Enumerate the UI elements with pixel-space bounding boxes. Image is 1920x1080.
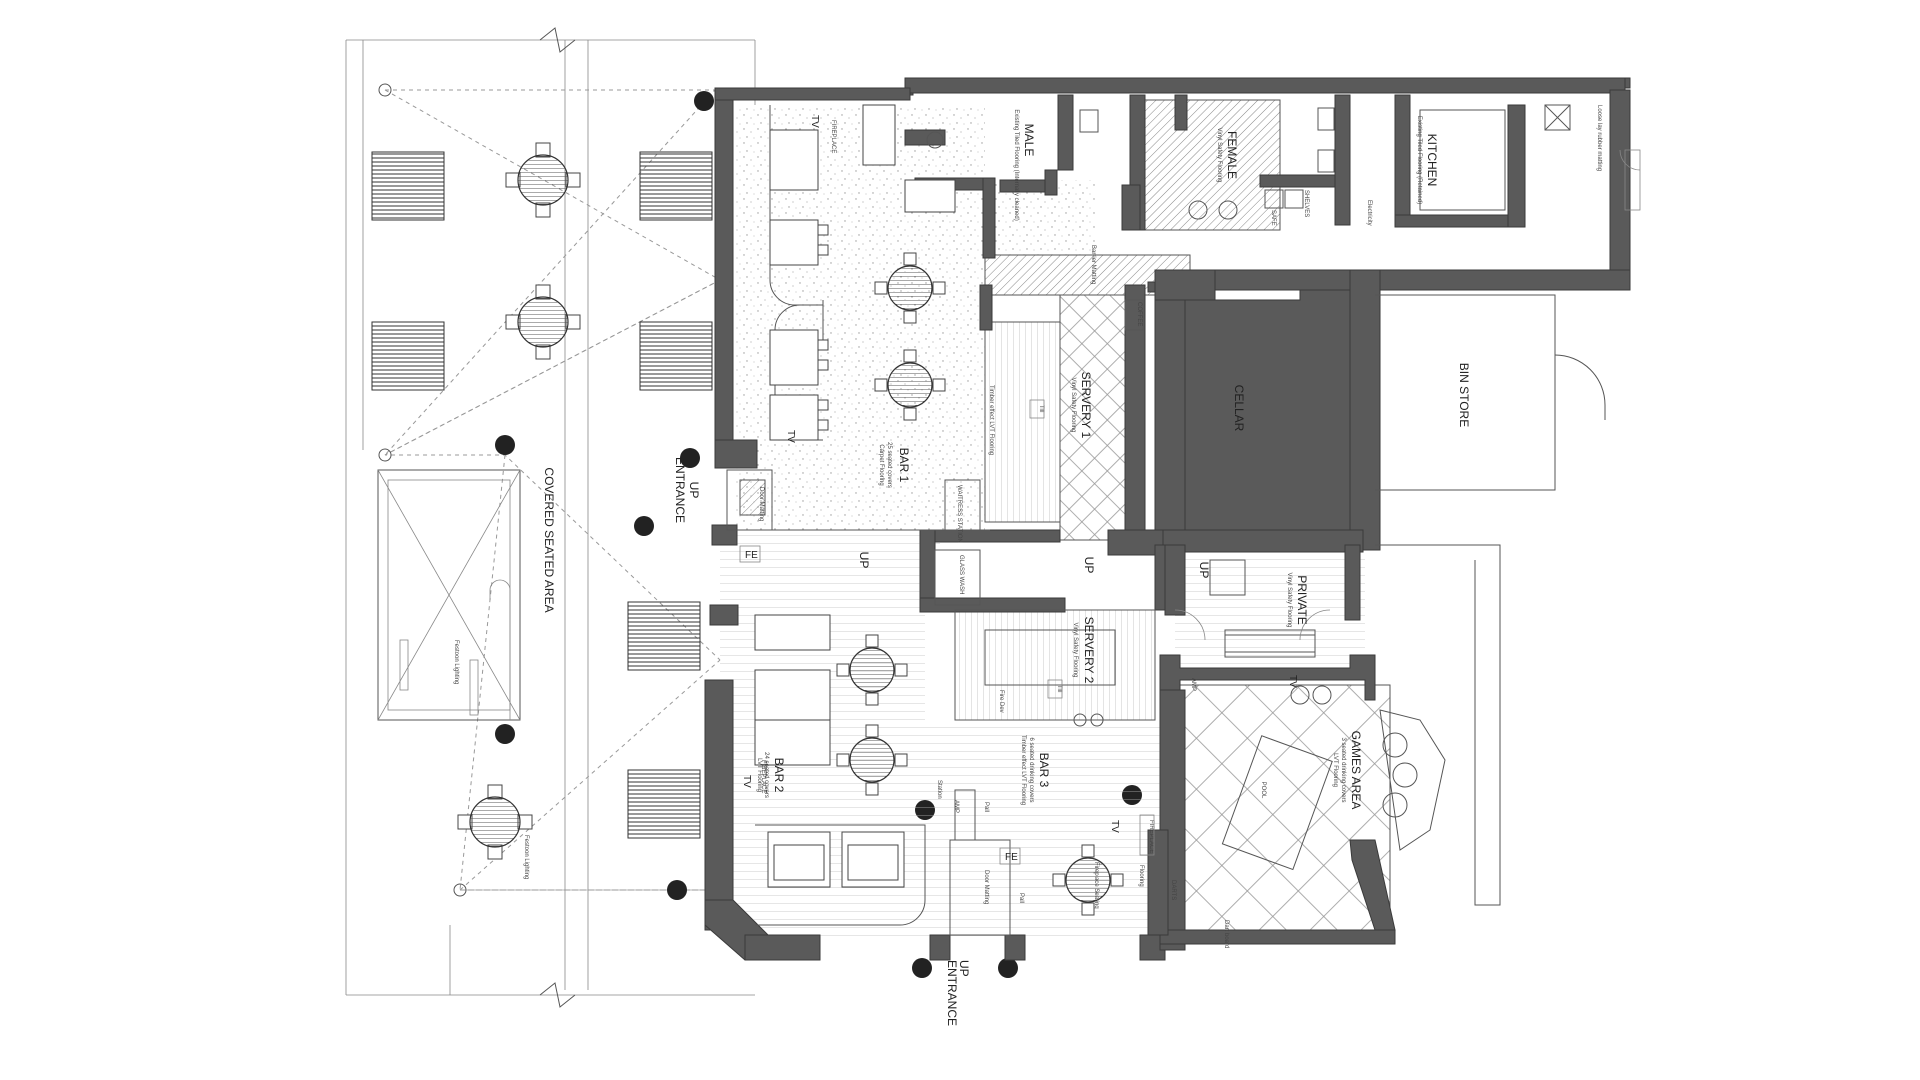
tv-bar1-bottom: TV <box>785 430 796 443</box>
amp-games: AMP <box>1190 678 1196 691</box>
covered-canopy <box>377 469 521 721</box>
covered-area-label: COVERED SEATED AREA <box>542 467 556 612</box>
fireplace-seating: Fireplace Seating <box>1093 862 1099 909</box>
tv-bar3: TV <box>1109 820 1120 833</box>
fireplace-bar1: FIREPLACE <box>830 120 836 153</box>
till-s1: Till <box>1038 405 1044 412</box>
pool-label: POOL <box>1260 782 1266 799</box>
pall-note-1: Pall <box>983 802 989 812</box>
up-servery: UP <box>1082 557 1096 574</box>
fe-bottom: FE <box>1005 852 1018 863</box>
glass-wash: GLASS WASH <box>958 555 964 594</box>
fire-dev-note: Fire Dev <box>998 690 1004 713</box>
entrance-top-label: ENTRANCE <box>673 457 687 523</box>
servery1-label: SERVERY 1 <box>1079 372 1093 439</box>
outdoor-tables <box>457 142 581 860</box>
door-matting: Door Matting <box>983 870 989 904</box>
tv-games: TV <box>1287 675 1298 688</box>
entrance-bottom-label: ENTRANCE <box>945 960 959 1026</box>
benches <box>371 151 713 839</box>
bar3-label: BAR 3 <box>1037 753 1051 788</box>
electricity-note: Electricity <box>1366 200 1372 226</box>
fireplace-bar2: FIREPLACE <box>760 760 766 793</box>
private-label: PRIVATE <box>1295 575 1309 625</box>
dart-board: Dart board <box>1223 920 1229 948</box>
timber-flooring-note: Timber effect LVT Flooring <box>988 385 994 455</box>
servery2-note: Vinyl Safety Flooring <box>1072 623 1078 678</box>
shelves: SHELVES <box>1303 190 1309 217</box>
bar1-label: BAR 1 <box>897 448 911 483</box>
up-private: UP <box>1197 562 1211 579</box>
games-note: 3 seated drinking covers <box>1340 737 1346 802</box>
waitress-station: WAITRESS STATION <box>956 485 962 543</box>
fe-top: FE <box>745 550 758 561</box>
servery1-note: Vinyl Safety Flooring <box>1070 378 1076 433</box>
furniture <box>726 104 1641 936</box>
coffee: COFFEE <box>1136 302 1142 326</box>
labels: BAR 1 25 seated covers Carpet Flooring B… <box>673 105 1602 1026</box>
cellar-label: CELLAR <box>1232 385 1246 432</box>
walls <box>704 77 1631 961</box>
games-label: GAMES AREA <box>1349 731 1363 810</box>
female-note: Vinyl Safety Flooring <box>1216 128 1222 183</box>
station-note: Station <box>936 780 942 799</box>
darts: DARTS <box>1170 880 1176 900</box>
tv-bar2: TV <box>741 775 752 788</box>
door-matting-2: Door Matting <box>758 487 764 521</box>
bin-store-label: BIN STORE <box>1457 363 1471 427</box>
servery2-label: SERVERY 2 <box>1082 617 1096 684</box>
bar1-floor: Carpet Flooring <box>878 444 884 485</box>
bar2-label: BAR 2 <box>772 758 786 793</box>
pall-note-2: Pall <box>1018 893 1024 903</box>
male-label: MALE <box>1022 124 1036 157</box>
female-label: FEMALE <box>1225 131 1239 179</box>
festoon-note-2: Festoon Lighting <box>523 835 529 879</box>
bar3-floor: Timber effect LVT Flooring <box>1020 735 1026 805</box>
male-note: Existing Tiled Flooring (Internally clea… <box>1013 109 1019 220</box>
flooring-note: Flooring <box>1138 865 1144 887</box>
festoon-note: Festoon Lighting <box>453 640 459 684</box>
bar2-note: 24 seated covers <box>763 752 769 798</box>
bar3-note: 6 seated drinking covers <box>1028 737 1034 802</box>
barrier-matting: Barrier Matting <box>1090 245 1096 284</box>
safe: SAFE <box>1270 210 1276 226</box>
entrance-top-up: UP <box>687 482 701 499</box>
amp-servery: AMP <box>953 800 959 813</box>
kitchen-note: Existing Tiled Flooring (Retained) <box>1416 116 1422 204</box>
planters <box>495 91 1142 978</box>
tv-bar1-top: TV <box>809 115 820 128</box>
games-floor: LVT Flooring <box>1332 753 1338 787</box>
till-s2: Till <box>1056 685 1062 692</box>
bar1-note: 25 seated covers <box>886 442 892 488</box>
kitchen-label: KITCHEN <box>1425 134 1439 187</box>
up-bar1: UP <box>857 552 871 569</box>
rubber-matting: Loose lay rubber matting <box>1596 105 1602 171</box>
bar2-floor: LVT Flooring <box>756 758 762 792</box>
entrance-bottom-up: UP <box>957 960 971 977</box>
private-note: Vinyl Safety Flooring <box>1286 573 1292 628</box>
fireplace-bar3: FIREPLACE <box>1148 820 1154 853</box>
